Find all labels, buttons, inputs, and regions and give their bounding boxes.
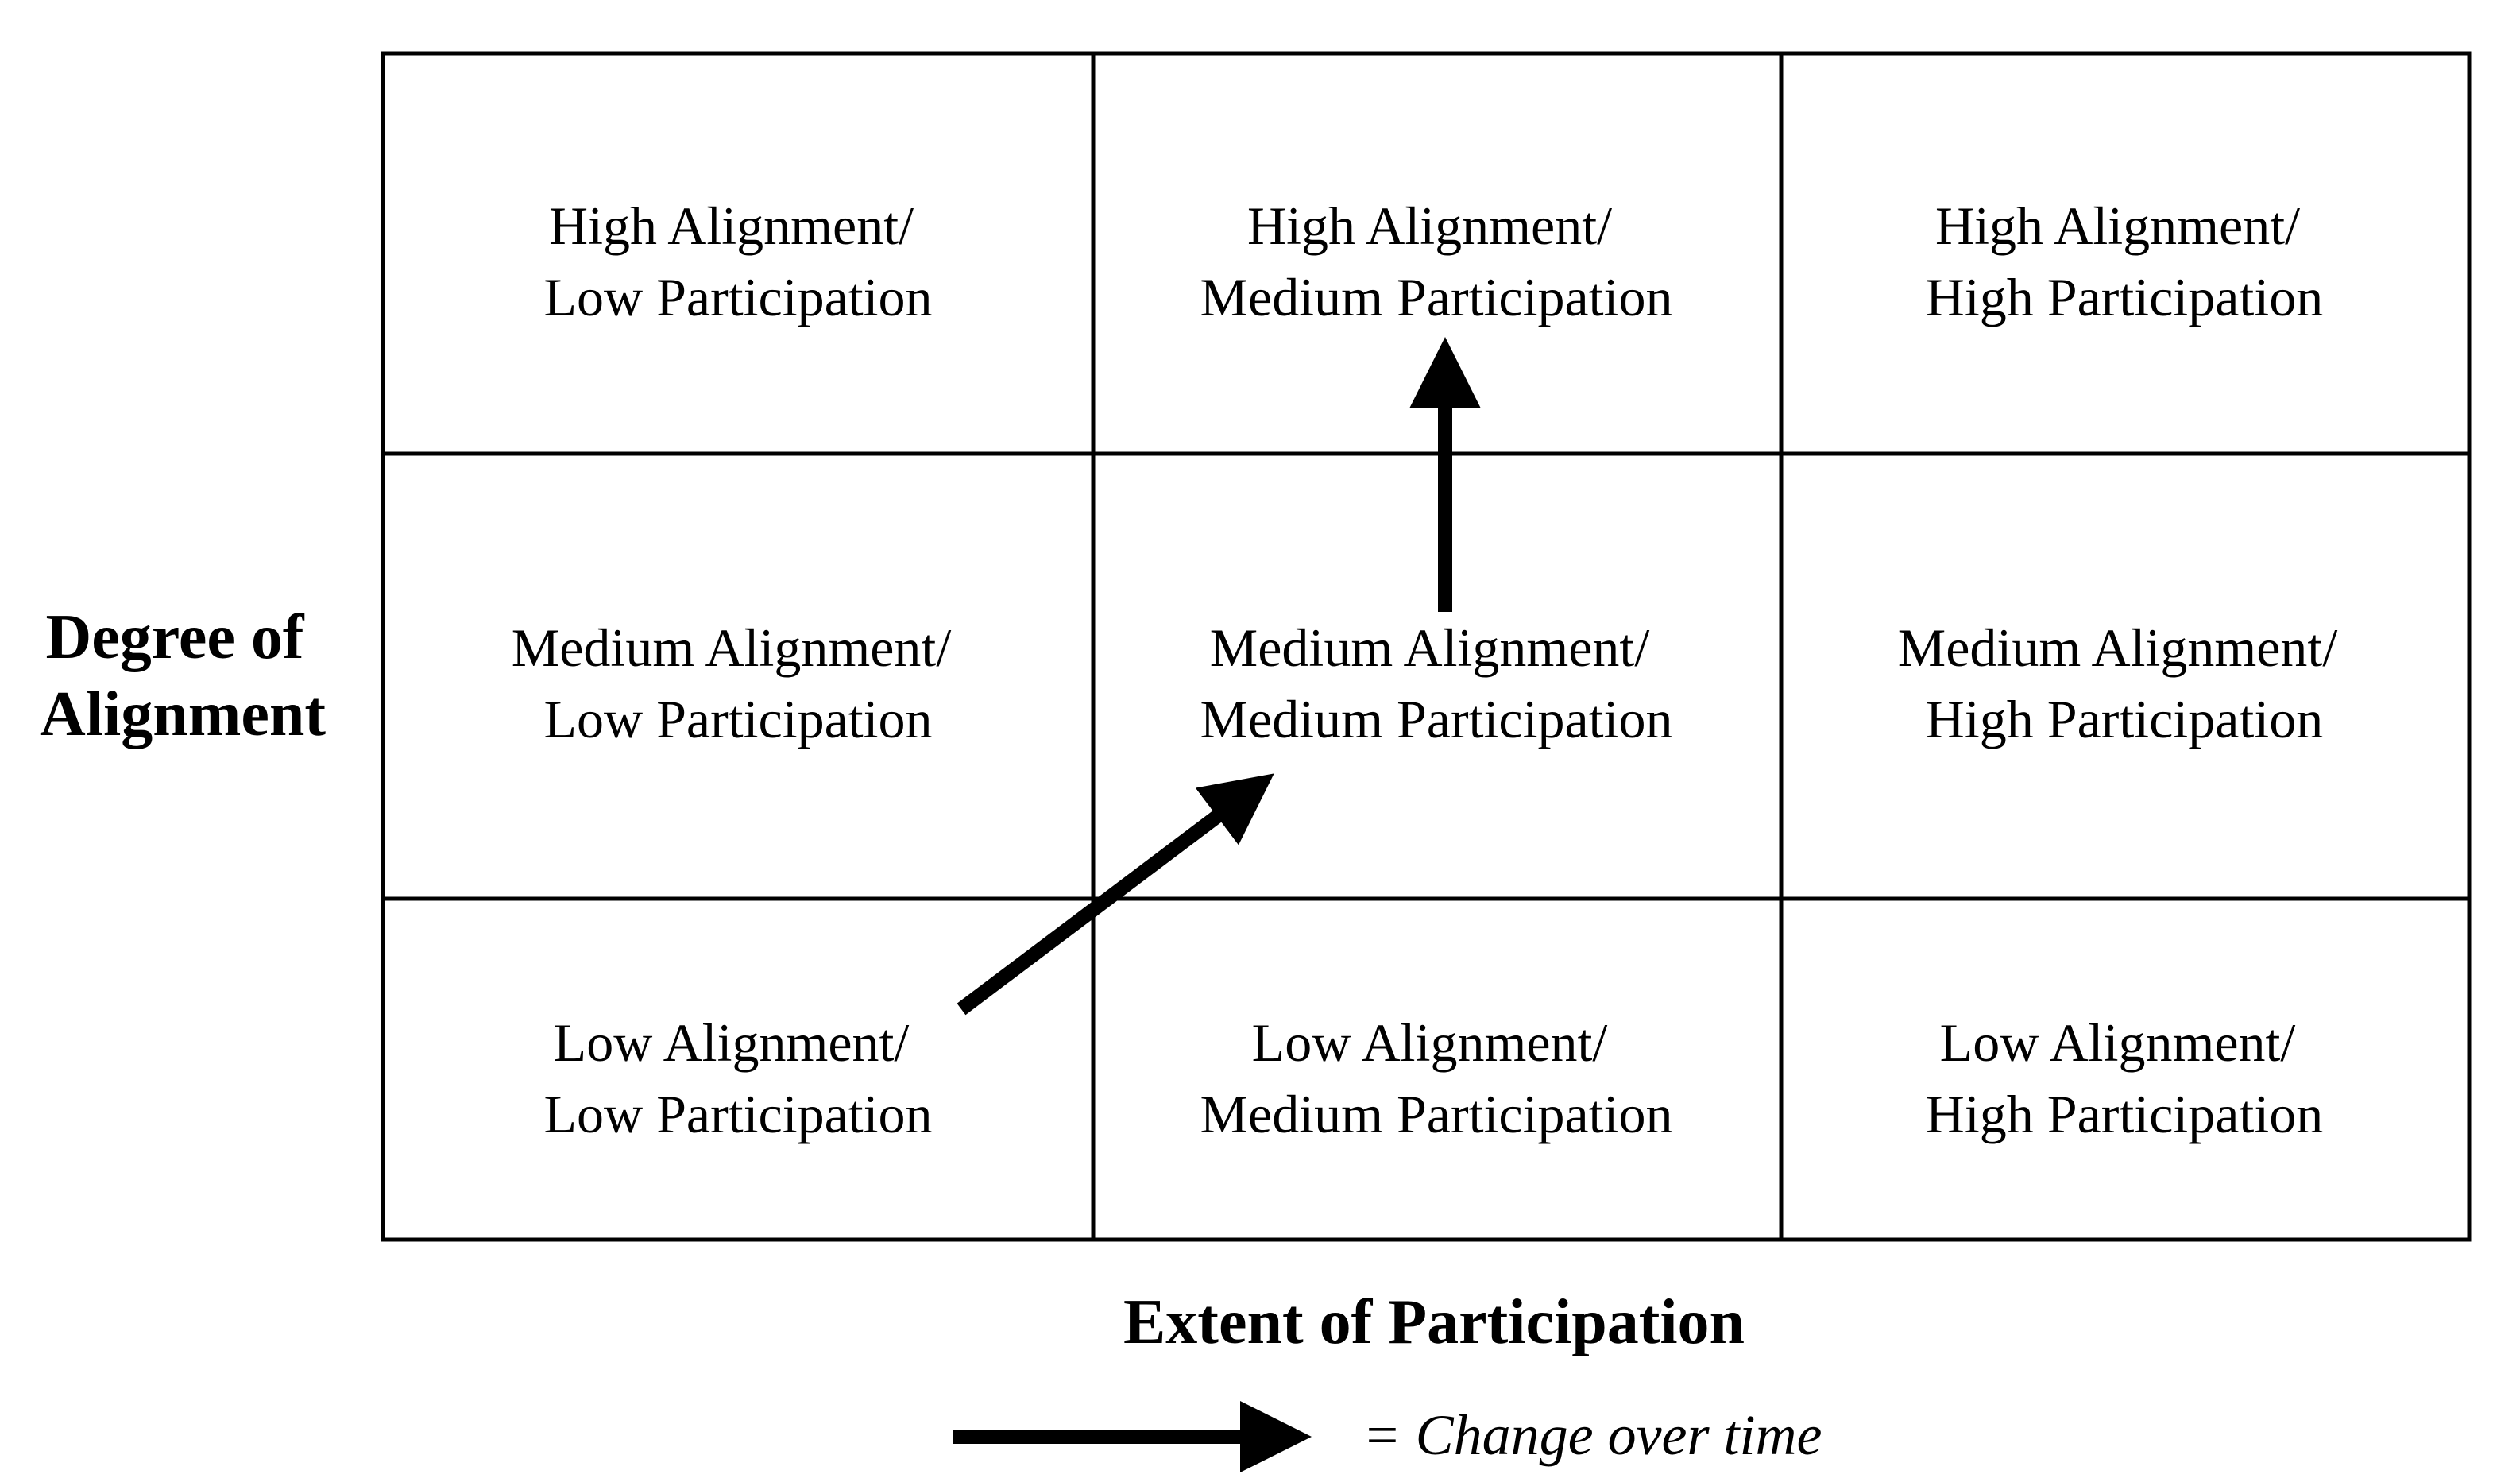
cell-line-1: High Alignment/ (1247, 195, 1612, 256)
y-axis-title-line-2: Alignment (40, 679, 326, 749)
cell-low-alignment-low-participation: Low Alignment/ Low Participation (543, 1012, 932, 1144)
cell-line-2: Low Participation (543, 267, 932, 327)
cell-line-1: High Alignment/ (1935, 195, 2300, 256)
cell-line-1: Medium Alignment/ (1898, 617, 2338, 678)
change-arrow-low-to-medium (957, 773, 1274, 1016)
cell-line-2: Medium Participation (1200, 689, 1673, 749)
cell-high-alignment-medium-participation: High Alignment/ Medium Participation (1200, 195, 1673, 327)
cell-high-alignment-low-participation: High Alignment/ Low Participation (543, 195, 932, 327)
matrix-grid (381, 51, 2472, 1242)
cell-line-1: Medium Alignment/ (512, 617, 952, 678)
cell-line-2: High Participation (1926, 689, 2323, 749)
cell-line-1: Low Alignment/ (1252, 1012, 1608, 1073)
legend-label: = Change over time (1362, 1403, 1822, 1467)
cell-high-alignment-high-participation: High Alignment/ High Participation (1926, 195, 2323, 327)
cell-low-alignment-high-participation: Low Alignment/ High Participation (1926, 1012, 2323, 1144)
cell-line-2: High Participation (1926, 267, 2323, 327)
cell-line-2: Low Participation (543, 689, 932, 749)
cell-medium-alignment-low-participation: Medium Alignment/ Low Participation (512, 617, 964, 749)
cell-line-2: Medium Participation (1200, 267, 1673, 327)
cell-medium-alignment-high-participation: Medium Alignment/ High Participation (1898, 617, 2351, 749)
cell-line-1: High Alignment/ (549, 195, 914, 256)
cell-line-1: Low Alignment/ (554, 1012, 910, 1073)
y-axis-title-line-1: Degree of (46, 602, 305, 672)
cell-line-1: Medium Alignment/ (1210, 617, 1650, 678)
cell-low-alignment-medium-participation: Low Alignment/ Medium Participation (1200, 1012, 1673, 1144)
cell-line-2: High Participation (1926, 1084, 2323, 1144)
legend: = Change over time (953, 1401, 1822, 1472)
cell-line-1: Low Alignment/ (1940, 1012, 2296, 1073)
x-axis-title: Extent of Participation (1123, 1287, 1745, 1357)
matrix-border (381, 51, 2472, 1242)
y-axis-title: Degree of Alignment (40, 602, 326, 749)
cell-line-2: Medium Participation (1200, 1084, 1673, 1144)
cell-line-2: Low Participation (543, 1084, 932, 1144)
cell-medium-alignment-medium-participation: Medium Alignment/ Medium Participation (1200, 617, 1673, 749)
